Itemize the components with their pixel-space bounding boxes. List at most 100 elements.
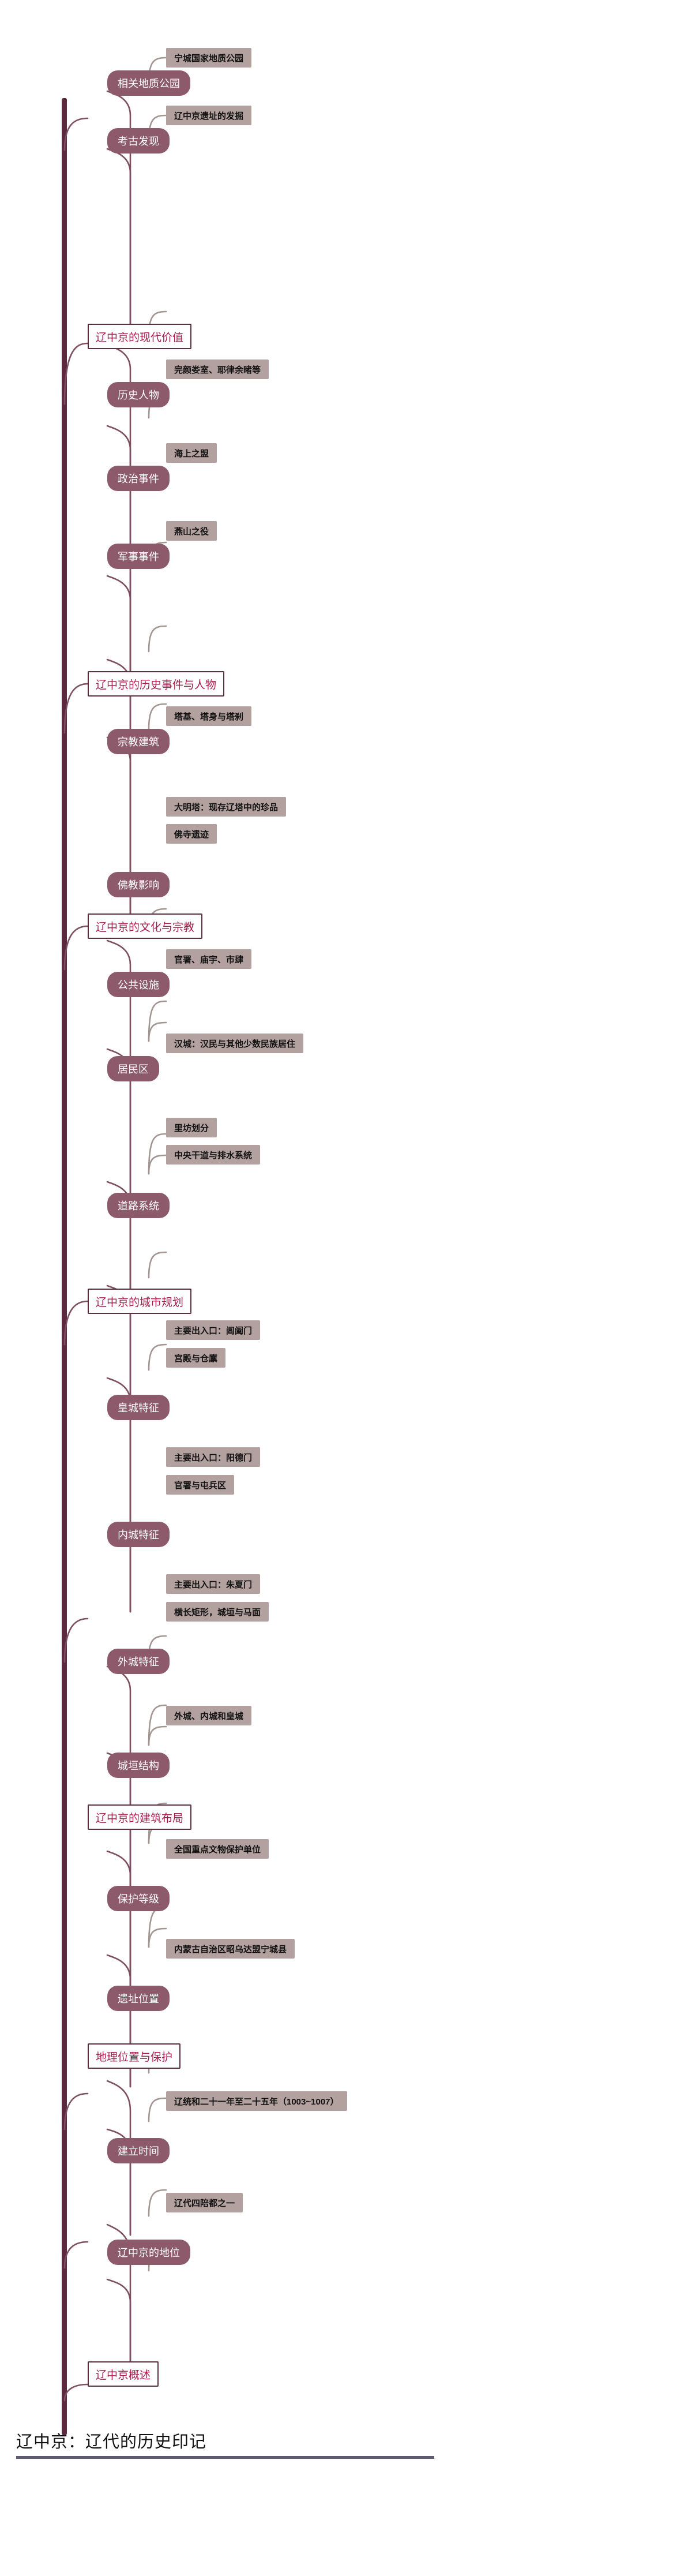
node-architecture-layout[interactable]: 辽中京的建筑布局 — [88, 1804, 192, 1830]
node-label: 内蒙古自治区昭乌达盟宁城县 — [174, 1944, 287, 1955]
node-imperial-city[interactable]: 皇城特征 — [107, 1395, 170, 1420]
node-label: 横长矩形，城垣与马面 — [174, 1607, 261, 1618]
node-label: 大明塔：现存辽塔中的珍品 — [174, 802, 279, 813]
node-label: 主要出入口：阊阖门 — [174, 1326, 253, 1336]
node-site-location[interactable]: 遗址位置 — [107, 1986, 170, 2011]
node-label: 辽中京的现代价值 — [96, 331, 184, 344]
node-protection-level[interactable]: 保护等级 — [107, 1886, 170, 1911]
node-temple-ruins[interactable]: 佛寺遗迹 — [166, 824, 217, 844]
node-military-events[interactable]: 军事事件 — [107, 544, 170, 569]
node-figures-detail[interactable]: 完颜娄室、耶律余睹等 — [166, 360, 269, 379]
node-haishang[interactable]: 海上之盟 — [166, 443, 217, 463]
node-geopark[interactable]: 相关地质公园 — [107, 70, 190, 96]
node-label: 宁城国家地质公园 — [174, 53, 244, 63]
node-tonghe-years[interactable]: 辽统和二十一年至二十五年（1003~1007） — [166, 2091, 347, 2111]
node-label: 汉城：汉民与其他少数民族居住 — [174, 1039, 296, 1049]
node-inner-city[interactable]: 内城特征 — [107, 1522, 170, 1547]
node-label: 塔基、塔身与塔刹 — [174, 712, 244, 722]
node-political-events[interactable]: 政治事件 — [107, 466, 170, 491]
node-label: 官署与屯兵区 — [174, 1480, 227, 1491]
node-yangde-gate[interactable]: 主要出入口：阳德门 — [166, 1447, 261, 1467]
node-label: 海上之盟 — [174, 448, 209, 459]
node-label: 主要出入口：朱夏门 — [174, 1579, 253, 1590]
node-overview[interactable]: 辽中京概述 — [88, 2361, 159, 2387]
node-label: 外城、内城和皇城 — [174, 1711, 244, 1721]
node-national-unit[interactable]: 全国重点文物保护单位 — [166, 1839, 269, 1859]
node-label: 辽中京的文化与宗教 — [96, 921, 195, 934]
node-label: 中央干道与排水系统 — [174, 1150, 253, 1160]
node-culture-religion[interactable]: 辽中京的文化与宗教 — [88, 913, 203, 939]
node-label: 军事事件 — [118, 551, 159, 563]
node-label: 历史人物 — [118, 390, 159, 401]
node-hancheng[interactable]: 汉城：汉民与其他少数民族居住 — [166, 1034, 304, 1053]
node-rect-wall-mamian[interactable]: 横长矩形，城垣与马面 — [166, 1602, 269, 1622]
node-outer-city[interactable]: 外城特征 — [107, 1649, 170, 1674]
node-label: 佛教影响 — [118, 879, 159, 891]
node-three-cities[interactable]: 外城、内城和皇城 — [166, 1706, 252, 1725]
node-four-capitals[interactable]: 辽代四陪都之一 — [166, 2193, 243, 2212]
node-residential-area[interactable]: 居民区 — [107, 1056, 159, 1081]
node-label: 城垣结构 — [118, 1760, 159, 1772]
node-offices-temples-markets[interactable]: 官署、庙宇、市肆 — [166, 949, 252, 969]
node-geo-protection[interactable]: 地理位置与保护 — [88, 2043, 181, 2069]
node-excavation[interactable]: 辽中京遗址的发掘 — [166, 106, 252, 125]
node-offices-garrison[interactable]: 官署与屯兵区 — [166, 1475, 235, 1495]
node-palace-granary[interactable]: 宫殿与仓廪 — [166, 1348, 226, 1368]
node-events-people[interactable]: 辽中京的历史事件与人物 — [88, 671, 225, 697]
node-archaeology[interactable]: 考古发现 — [107, 128, 170, 153]
root-spine — [62, 98, 67, 2435]
node-wall-structure[interactable]: 城垣结构 — [107, 1753, 170, 1778]
node-ningcheng-geopark[interactable]: 宁城国家地质公园 — [166, 48, 252, 68]
node-yanshan[interactable]: 燕山之役 — [166, 521, 217, 541]
node-label: 内城特征 — [118, 1529, 159, 1541]
node-label: 宫殿与仓廪 — [174, 1353, 218, 1364]
node-label: 全国重点文物保护单位 — [174, 1844, 261, 1855]
node-damingta[interactable]: 大明塔：现存辽塔中的珍品 — [166, 797, 287, 817]
node-label: 辽中京的建筑布局 — [96, 1812, 184, 1825]
node-pagoda-parts[interactable]: 塔基、塔身与塔刹 — [166, 706, 252, 726]
node-label: 宗教建筑 — [118, 736, 159, 748]
node-changhe-gate[interactable]: 主要出入口：阊阖门 — [166, 1320, 261, 1340]
node-label: 地理位置与保护 — [96, 2051, 173, 2064]
node-label: 公共设施 — [118, 979, 159, 991]
node-label: 相关地质公园 — [118, 78, 180, 89]
node-buddhism-influence[interactable]: 佛教影响 — [107, 872, 170, 897]
node-main-road-drainage[interactable]: 中央干道与排水系统 — [166, 1145, 261, 1165]
node-neimenggu-location[interactable]: 内蒙古自治区昭乌达盟宁城县 — [166, 1939, 295, 1959]
node-label: 考古发现 — [118, 136, 159, 147]
node-modern-value[interactable]: 辽中京的现代价值 — [88, 324, 192, 349]
node-label: 完颜娄室、耶律余睹等 — [174, 365, 261, 375]
node-label: 外城特征 — [118, 1656, 159, 1668]
node-label: 保护等级 — [118, 1893, 159, 1905]
node-label: 建立时间 — [118, 2146, 159, 2157]
node-figures[interactable]: 历史人物 — [107, 382, 170, 407]
node-label: 辽中京的历史事件与人物 — [96, 679, 217, 691]
node-road-system[interactable]: 道路系统 — [107, 1193, 170, 1218]
node-label: 燕山之役 — [174, 526, 209, 537]
node-religious-architecture[interactable]: 宗教建筑 — [107, 729, 170, 754]
node-lifang[interactable]: 里坊划分 — [166, 1118, 217, 1137]
node-label: 皇城特征 — [118, 1402, 159, 1414]
node-label: 辽中京的城市规划 — [96, 1296, 184, 1309]
node-label: 遗址位置 — [118, 1993, 159, 2005]
node-label: 里坊划分 — [174, 1123, 209, 1133]
node-label: 辽中京概述 — [96, 2369, 151, 2382]
node-label: 辽统和二十一年至二十五年（1003~1007） — [174, 2096, 339, 2107]
node-label: 辽中京的地位 — [118, 2247, 180, 2259]
document-title-block: 辽中京：辽代的历史印记 — [16, 2428, 454, 2459]
node-label: 官署、庙宇、市肆 — [174, 954, 244, 965]
node-label: 政治事件 — [118, 473, 159, 485]
node-city-planning[interactable]: 辽中京的城市规划 — [88, 1289, 192, 1314]
node-status[interactable]: 辽中京的地位 — [107, 2240, 190, 2265]
title-underline — [16, 2456, 434, 2459]
node-label: 居民区 — [118, 1064, 149, 1075]
node-public-facilities[interactable]: 公共设施 — [107, 972, 170, 997]
node-zhuxia-gate[interactable]: 主要出入口：朱夏门 — [166, 1574, 261, 1594]
node-founding-time[interactable]: 建立时间 — [107, 2138, 170, 2163]
page-title: 辽中京：辽代的历史印记 — [16, 2433, 207, 2451]
node-label: 道路系统 — [118, 1200, 159, 1212]
node-label: 辽中京遗址的发掘 — [174, 111, 244, 121]
node-label: 佛寺遗迹 — [174, 829, 209, 840]
